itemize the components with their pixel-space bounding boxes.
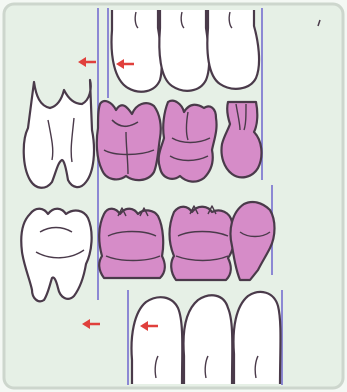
upper-incisor-2 <box>159 10 209 91</box>
lower-pink-molar-1 <box>99 208 165 278</box>
lower-incisor-1 <box>132 297 183 384</box>
upper-incisors <box>112 10 260 92</box>
middle-pink-molar-2 <box>159 101 217 182</box>
upper-incisor-1 <box>112 10 162 92</box>
middle-pink-molar-1 <box>97 101 161 180</box>
lower-incisors <box>132 292 281 384</box>
upper-incisor-3 <box>207 10 259 89</box>
lower-incisor-2 <box>184 295 233 384</box>
middle-pink-premolar <box>221 102 261 177</box>
lower-pink-molar-2 <box>170 206 235 280</box>
lower-incisor-3 <box>234 292 281 384</box>
